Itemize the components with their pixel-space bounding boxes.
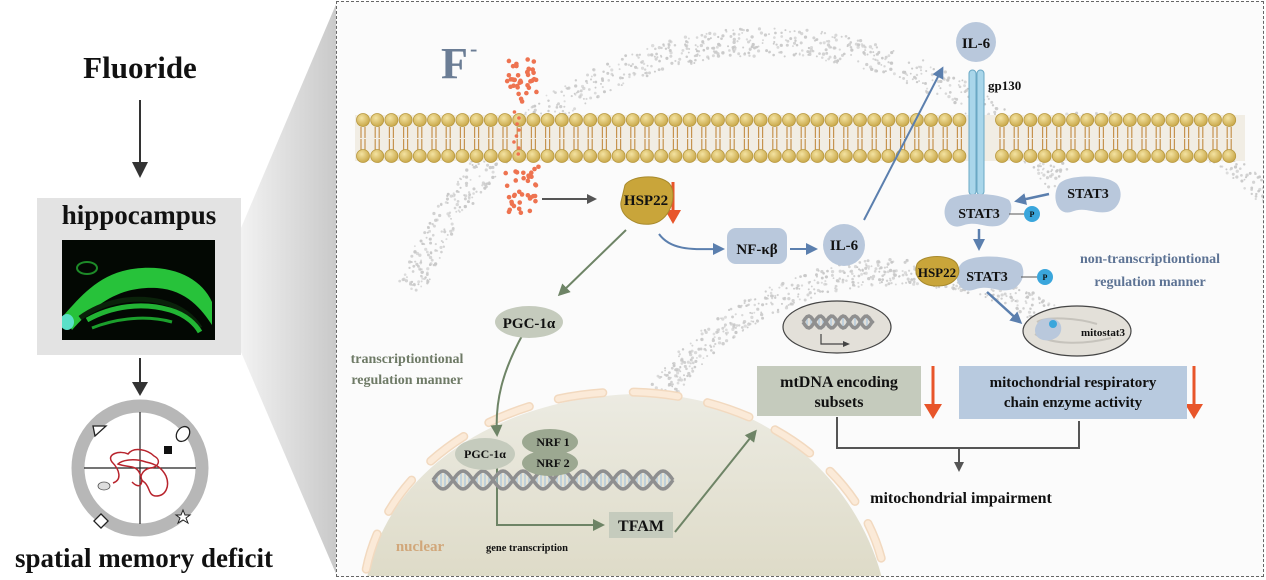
stat3-free-node	[1055, 176, 1121, 213]
pgc1a-node	[495, 306, 563, 338]
stat3-bound-node	[944, 194, 1012, 227]
il6-mid-node	[823, 224, 865, 266]
arrow-tfam-to-mtdna	[674, 429, 757, 533]
nucleus-pgc1a-node	[455, 438, 515, 470]
arrow-hsp22-to-pgc1a	[557, 229, 627, 297]
resp-line1: mitochondrial respiratory	[990, 375, 1157, 391]
diamond-cue-icon	[93, 513, 109, 529]
nrf2-label: NRF 2	[536, 456, 569, 470]
il6-top-label: IL-6	[962, 36, 991, 52]
nfkb-node	[727, 228, 787, 264]
phospho-1-label: P	[1030, 210, 1035, 219]
hippocampus-image	[62, 240, 215, 340]
mouse-icon	[97, 481, 111, 491]
stat3-complex-node	[956, 256, 1024, 291]
nucleus-pgc1a-label: PGC-1α	[464, 447, 506, 461]
gp130-receptor	[968, 69, 985, 196]
platform-icon	[164, 446, 172, 454]
fluoride-charge-label: -	[470, 36, 477, 61]
star-cue-icon	[174, 508, 192, 525]
arrow-head-2	[132, 382, 148, 396]
transcriptional-line1: transcriptiontional	[351, 352, 464, 367]
il6-mid-label: IL-6	[830, 238, 859, 254]
stat3-bound-label: STAT3	[958, 207, 1000, 222]
nrf2-node	[522, 450, 578, 476]
nfkb-label: NF-κβ	[736, 242, 777, 258]
tfam-box	[609, 512, 673, 538]
mtdna-line2: subsets	[815, 394, 864, 411]
pathway-diagram: F - HSP22 NF-κβ IL-6 IL-6 gp130 STAT3 ST…	[351, 22, 1263, 576]
il6-top-node	[956, 22, 996, 62]
arrow-pgc1a-to-nucleus	[490, 333, 524, 437]
hsp22-node	[620, 176, 674, 225]
hsp22-complex-label: HSP22	[918, 265, 956, 280]
arrow-il6-to-il6-top	[863, 66, 944, 221]
arrow-head-1	[132, 162, 148, 178]
phospho-2-label: P	[1043, 273, 1048, 282]
gp130-label: gp130	[988, 78, 1021, 93]
impairment-label: mitochondrial impairment	[870, 490, 1052, 507]
arrow-hsp22-to-nfkb	[658, 233, 725, 256]
outcome-label: spatial memory deficit	[15, 543, 273, 573]
hsp22-complex-node	[915, 256, 960, 287]
nrf1-label: NRF 1	[536, 435, 569, 449]
mito-dna	[801, 314, 875, 330]
stat3-complex-label: STAT3	[966, 270, 1008, 285]
mitostat3-phospho-icon	[1049, 320, 1057, 328]
phospho-2-icon	[1037, 269, 1053, 285]
swim-path	[109, 448, 169, 497]
fluoride-ion-label: F	[441, 39, 468, 88]
triangle-cue-icon	[92, 425, 108, 438]
pgc1a-label: PGC-1α	[503, 316, 556, 332]
circle-cue-icon	[175, 425, 191, 443]
non-transcriptional-line2: regulation manner	[1094, 275, 1205, 290]
left-panel: Fluoride hippocampus spatial memory defi…	[0, 0, 300, 580]
nuclear-label: nuclear	[396, 539, 445, 555]
nuclear-envelope	[361, 387, 886, 574]
left-arrows	[132, 100, 148, 396]
mito-transcription-arrow	[820, 334, 845, 345]
nrf1-node	[522, 429, 578, 455]
fluoride-ions	[503, 57, 541, 216]
pathway-panel: F - HSP22 NF-κβ IL-6 IL-6 gp130 STAT3 ST…	[336, 1, 1264, 577]
stat3-free-label: STAT3	[1067, 187, 1109, 202]
cell-membrane	[356, 113, 1237, 163]
fluoride-title: Fluoride	[83, 50, 197, 85]
resp-line2: chain enzyme activity	[1004, 395, 1143, 411]
arrow-complex-to-mitostat3	[986, 291, 1023, 325]
mtdna-box	[757, 366, 921, 416]
hippocampus-label: hippocampus	[61, 200, 217, 230]
tfam-label: TFAM	[618, 518, 664, 535]
phospho-1-icon	[1024, 206, 1040, 222]
non-transcriptional-line1: non-transcriptiontional	[1080, 252, 1220, 267]
transcriptional-line2: regulation manner	[351, 373, 462, 388]
zoom-funnel	[241, 2, 337, 576]
mitostat3-label: mitostat3	[1081, 327, 1125, 339]
water-maze	[71, 399, 209, 537]
arrow-stat3-to-gp130	[1014, 192, 1050, 205]
down-arrow-respiratory	[1185, 366, 1203, 419]
nuclear-dna	[431, 469, 675, 491]
hsp22-label: HSP22	[624, 193, 668, 209]
respiratory-box	[959, 366, 1187, 419]
bracket-connector	[836, 417, 1080, 449]
gene-transcription-label: gene transcription	[486, 543, 568, 554]
down-arrow-mtdna	[924, 366, 942, 419]
mtdna-line1: mtDNA encoding	[780, 374, 898, 391]
mitochondrion-mtdna	[782, 300, 892, 354]
